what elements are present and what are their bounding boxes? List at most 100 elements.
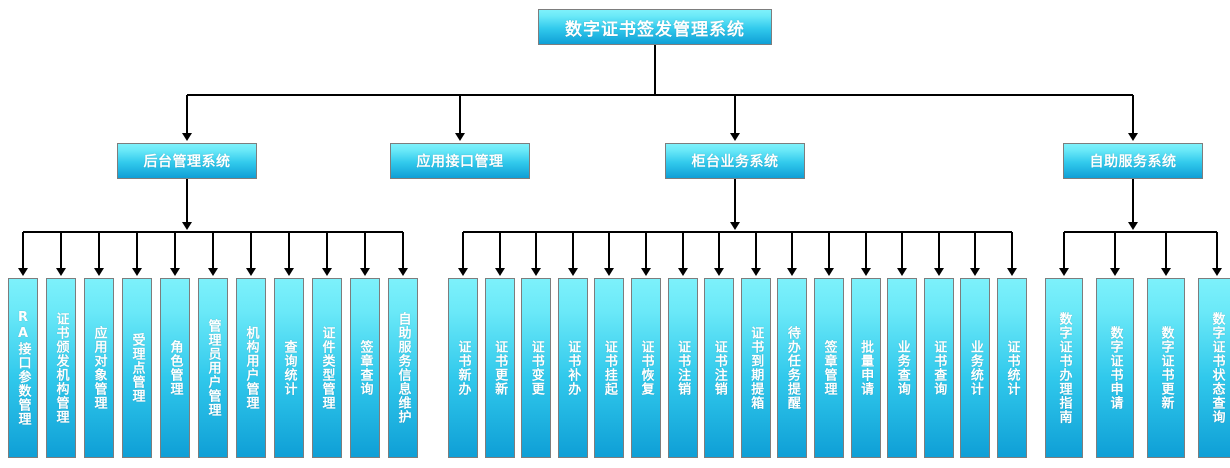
leaf-drop-line-2-3: [571, 232, 574, 269]
leaf-arrow-icon-2-1: [494, 268, 505, 276]
leaf-node-0-5[interactable]: 管理员用户管理: [198, 278, 228, 458]
leaf-node-0-4[interactable]: 角色管理: [160, 278, 190, 458]
leaf-bus-line-2: [463, 231, 1012, 233]
leaf-arrow-icon-3-2: [1161, 268, 1171, 276]
leaf-arrow-icon-3-3: [1212, 268, 1222, 276]
leaf-arrow-icon-0-0: [18, 268, 28, 276]
group-node-3[interactable]: 自助服务系统: [1063, 143, 1203, 179]
leaf-drop-line-2-11: [864, 232, 867, 269]
leaf-node-0-6[interactable]: 机构用户管理: [236, 278, 266, 458]
leaf-node-0-2[interactable]: 应用对象管理: [84, 278, 114, 458]
leaf-drop-line-2-2: [535, 232, 538, 269]
group-node-1[interactable]: 应用接口管理: [390, 143, 530, 179]
group-arrow-icon-0: [182, 133, 192, 141]
leaf-arrow-icon-2-3: [567, 268, 578, 276]
leaf-arrow-icon-0-8: [322, 268, 332, 276]
leaf-stem-line-0: [186, 179, 188, 223]
leaf-node-3-3[interactable]: 数字证书状态查询: [1198, 278, 1230, 458]
leaf-node-3-1[interactable]: 数字证书申请: [1096, 278, 1134, 458]
leaf-arrow-icon-2-5: [641, 268, 651, 276]
leaf-node-2-10[interactable]: 签章管理: [814, 278, 844, 458]
leaf-drop-line-2-13: [937, 232, 940, 269]
leaf-node-2-15[interactable]: 证书统计: [997, 278, 1027, 458]
root-stem-line: [654, 45, 656, 95]
leaf-arrow-icon-2-15: [1007, 268, 1017, 276]
leaf-stem-arrow-icon-0: [182, 222, 192, 230]
leaf-drop-line-2-9: [791, 232, 794, 269]
leaf-node-2-6[interactable]: 证书注销: [667, 278, 698, 458]
leaf-node-2-2[interactable]: 证书变更: [521, 278, 552, 458]
leaf-drop-line-2-14: [974, 232, 977, 269]
leaf-arrow-icon-2-12: [897, 268, 908, 276]
leaf-arrow-icon-0-5: [208, 268, 218, 276]
leaf-arrow-icon-0-6: [246, 268, 256, 276]
leaf-arrow-icon-2-10: [824, 268, 834, 276]
leaf-arrow-icon-0-10: [398, 268, 408, 276]
leaf-arrow-icon-2-11: [860, 268, 871, 276]
leaf-arrow-icon-0-7: [284, 268, 294, 276]
leaf-arrow-icon-0-9: [360, 268, 370, 276]
leaf-node-0-0[interactable]: RA接口参数管理: [8, 278, 38, 458]
leaf-drop-line-2-6: [681, 232, 684, 269]
leaf-arrow-icon-2-7: [714, 268, 725, 276]
leaf-drop-line-0-6: [250, 232, 252, 269]
leaf-node-0-8[interactable]: 证件类型管理: [312, 278, 342, 458]
leaf-arrow-icon-0-4: [170, 268, 180, 276]
group-arrow-icon-3: [1128, 133, 1138, 141]
leaf-node-2-0[interactable]: 证书新办: [448, 278, 478, 458]
leaf-arrow-icon-2-6: [677, 268, 688, 276]
leaf-node-2-11[interactable]: 批量申请: [850, 278, 881, 458]
group-drop-line-1: [459, 95, 461, 134]
leaf-arrow-icon-2-13: [933, 268, 944, 276]
group-arrow-icon-1: [455, 133, 465, 141]
leaf-drop-line-2-1: [498, 232, 501, 269]
leaf-node-3-2[interactable]: 数字证书更新: [1147, 278, 1185, 458]
group-arrow-icon-2: [730, 133, 740, 141]
leaf-node-0-7[interactable]: 查询统计: [274, 278, 304, 458]
leaf-arrow-icon-2-2: [531, 268, 542, 276]
leaf-node-2-12[interactable]: 业务查询: [887, 278, 918, 458]
leaf-node-2-8[interactable]: 证书到期提箱: [740, 278, 771, 458]
leaf-arrow-icon-0-3: [132, 268, 142, 276]
leaf-node-2-1[interactable]: 证书更新: [484, 278, 515, 458]
leaf-arrow-icon-3-0: [1059, 268, 1069, 276]
leaf-node-2-5[interactable]: 证书恢复: [631, 278, 661, 458]
leaf-node-0-1[interactable]: 证书颁发机构管理: [46, 278, 76, 458]
leaf-node-2-3[interactable]: 证书补办: [557, 278, 588, 458]
leaf-node-0-9[interactable]: 签章查询: [350, 278, 380, 458]
leaf-stem-line-2: [734, 179, 736, 223]
leaf-arrow-icon-3-1: [1110, 268, 1120, 276]
leaf-drop-line-2-10: [828, 232, 830, 269]
leaf-drop-line-2-4: [608, 232, 611, 269]
leaf-drop-line-2-15: [1011, 232, 1013, 269]
leaf-node-3-0[interactable]: 数字证书办理指南: [1045, 278, 1083, 458]
group-drop-line-3: [1132, 95, 1134, 134]
group-node-2[interactable]: 柜台业务系统: [665, 143, 805, 179]
leaf-arrow-icon-2-4: [604, 268, 615, 276]
level2-bus-line: [187, 94, 1133, 96]
leaf-drop-line-0-3: [136, 232, 138, 269]
leaf-node-2-13[interactable]: 证书查询: [923, 278, 954, 458]
leaf-node-2-4[interactable]: 证书挂起: [594, 278, 625, 458]
leaf-bus-line-3: [1064, 231, 1217, 233]
leaf-drop-line-0-4: [174, 232, 176, 269]
leaf-drop-line-0-2: [98, 232, 100, 269]
leaf-node-0-10[interactable]: 自助服务信息维护: [388, 278, 418, 458]
leaf-node-2-14[interactable]: 业务统计: [960, 278, 991, 458]
leaf-node-2-9[interactable]: 待办任务提醒: [777, 278, 808, 458]
leaf-drop-line-0-8: [326, 232, 328, 269]
leaf-stem-arrow-icon-2: [730, 222, 740, 230]
leaf-drop-line-2-8: [754, 232, 757, 269]
leaf-stem-line-3: [1132, 179, 1134, 223]
leaf-drop-line-0-10: [402, 232, 404, 269]
group-node-0[interactable]: 后台管理系统: [117, 143, 257, 179]
leaf-drop-line-2-7: [718, 232, 721, 269]
group-drop-line-2: [734, 95, 736, 134]
leaf-drop-line-0-7: [288, 232, 290, 269]
leaf-arrow-icon-2-0: [458, 268, 468, 276]
leaf-drop-line-0-5: [212, 232, 214, 269]
leaf-node-0-3[interactable]: 受理点管理: [122, 278, 152, 458]
leaf-node-2-7[interactable]: 证书注销: [704, 278, 735, 458]
root-node[interactable]: 数字证书签发管理系统: [538, 9, 772, 45]
